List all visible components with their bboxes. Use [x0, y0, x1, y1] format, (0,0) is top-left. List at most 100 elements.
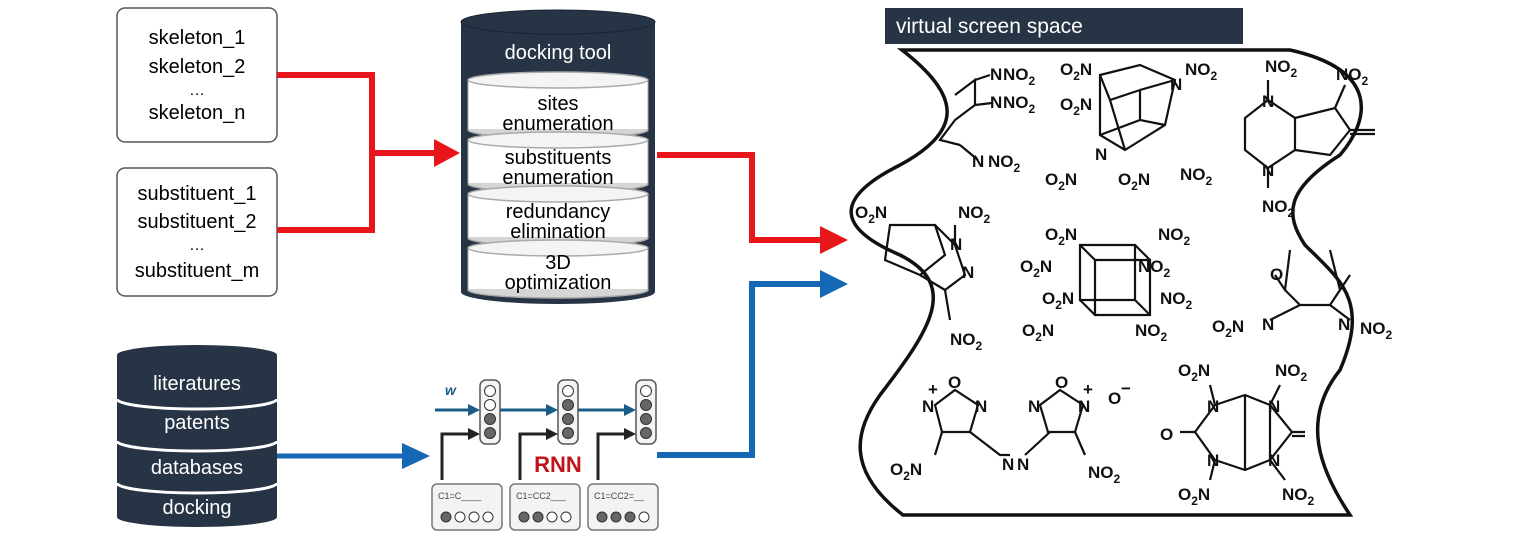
rnn-label: RNN: [534, 452, 582, 477]
molecule-adamantane-nitro: O2N O2N N NO2 N O2N O2N NO2: [1045, 60, 1218, 193]
red-merge-arrow: [277, 72, 460, 233]
atom-n: N: [1262, 315, 1274, 334]
atom-n: N: [1262, 92, 1274, 111]
rnn-block: w: [431, 379, 659, 531]
molecule-dinitro-pyrazole-top: N NO2 N NO2 N NO2: [938, 65, 1036, 175]
group-no2: NO2: [950, 330, 983, 353]
rnn-weight-label: w: [445, 382, 457, 398]
group-no2: NO2: [1003, 65, 1036, 88]
group-no2: NO2: [1282, 485, 1315, 508]
docking-step-substituents: substituents enumeration: [467, 131, 649, 193]
atom-n: N: [1078, 397, 1090, 416]
group-no2: NO2: [1262, 197, 1295, 220]
atom-n: N: [1338, 315, 1350, 334]
source-patents: patents: [164, 412, 230, 434]
group-o2n: O2N: [1060, 60, 1092, 83]
docking-step-optimization: 3D optimization: [467, 239, 649, 299]
atom-n: N: [1002, 455, 1014, 474]
atom-n: N: [990, 65, 1002, 84]
atom-n: N: [962, 263, 974, 282]
atom-n: N: [1207, 397, 1219, 416]
atom-n: N: [1170, 75, 1182, 94]
group-o2n: O2N: [1045, 170, 1077, 193]
atom-n: N: [1207, 451, 1219, 470]
docking-tool-cylinder: docking tool sites enumeration substitue…: [460, 9, 656, 304]
rnn-input-2-text: C1=CC2___: [516, 491, 567, 501]
virtual-space-title-bar: [885, 8, 1243, 44]
group-o2n: O2N: [1178, 361, 1210, 384]
group-o2n: O2N: [1022, 321, 1054, 344]
group-no2: NO2: [1135, 321, 1168, 344]
group-no2: NO2: [1265, 57, 1298, 80]
charge-plus: +: [1083, 380, 1093, 399]
docking-step-redundancy: redundancy elimination: [467, 185, 649, 247]
group-o2n: O2N: [1212, 317, 1244, 340]
molecule-tetranitro-glycoluril: O N N N N O2N NO2 O2N NO2: [1160, 361, 1315, 508]
substituent-ellipsis: …: [189, 237, 205, 254]
rnn-cell-1: [479, 379, 501, 445]
group-no2: NO2: [1158, 225, 1191, 248]
virtual-space-title: virtual screen space: [896, 15, 1083, 38]
rnn-input-2: C1=CC2___: [509, 483, 581, 531]
molecule-azo-furoxan: N + O N N N N O N + O − O2N NO2: [890, 373, 1131, 486]
atom-o: O: [1108, 389, 1121, 408]
group-o2n: O2N: [890, 460, 922, 483]
group-no2: NO2: [1185, 60, 1218, 83]
substituent-line-1: substituent_1: [138, 183, 257, 205]
step-2-line-2: enumeration: [502, 167, 613, 189]
source-docking: docking: [163, 497, 232, 519]
molecule-trinitropyrazole: O2N NO2 N N NO2: [855, 203, 991, 353]
skeleton-box: skeleton_1 skeleton_2 … skeleton_n: [116, 7, 278, 143]
group-no2: NO2: [1360, 319, 1393, 342]
atom-n: N: [1095, 145, 1107, 164]
atom-n: N: [1262, 161, 1274, 180]
group-no2: NO2: [988, 152, 1021, 175]
skeleton-ellipsis: …: [189, 82, 205, 99]
group-no2: NO2: [1275, 361, 1308, 384]
atom-n: N: [972, 152, 984, 171]
step-3-line-2: elimination: [510, 221, 606, 243]
substituent-line-m: substituent_m: [135, 260, 260, 282]
source-databases: databases: [151, 457, 243, 479]
group-o2n: O2N: [1045, 225, 1077, 248]
atom-o: O: [1160, 425, 1173, 444]
step-1-line-2: enumeration: [502, 113, 613, 135]
group-o2n: O2N: [1178, 485, 1210, 508]
molecule-octanitrocubane: O2N NO2 O2N NO2 O2N NO2 O2N NO2: [1020, 225, 1193, 344]
docking-tool-title: docking tool: [505, 42, 612, 64]
group-no2: NO2: [1160, 289, 1193, 312]
atom-n: N: [950, 235, 962, 254]
molecule-dinitro-diketone: O O2N N N NO2: [1212, 249, 1393, 342]
group-o2n: O2N: [1042, 289, 1074, 312]
red-arrow-to-space: [657, 152, 848, 254]
charge-plus: +: [928, 380, 938, 399]
group-no2: NO2: [1088, 463, 1121, 486]
source-literatures: literatures: [153, 373, 241, 395]
rnn-cell-2: [557, 379, 579, 445]
docking-step-sites: sites enumeration: [467, 71, 649, 139]
sources-database: literatures patents databases docking: [115, 345, 279, 527]
virtual-space-outline: [849, 48, 1364, 517]
atom-o: O: [1055, 373, 1068, 392]
group-no2: NO2: [1336, 65, 1369, 88]
atom-n: N: [1268, 451, 1280, 470]
atom-n: N: [1268, 397, 1280, 416]
charge-minus: −: [1121, 379, 1131, 398]
rnn-input-3-text: C1=CC2=__: [594, 491, 645, 501]
atom-o: O: [1270, 265, 1283, 284]
rnn-input-1: C1=C____: [431, 483, 503, 531]
atom-n: N: [990, 93, 1002, 112]
virtual-screen-space: virtual screen space N NO2 N NO2 N NO2 O…: [849, 8, 1393, 517]
group-o2n: O2N: [1060, 95, 1092, 118]
group-o2n: O2N: [855, 203, 887, 226]
atom-o: O: [948, 373, 961, 392]
rnn-input-1-text: C1=C____: [438, 491, 482, 501]
atom-n: N: [1028, 397, 1040, 416]
group-o2n: O2N: [1020, 257, 1052, 280]
skeleton-line-1: skeleton_1: [149, 27, 246, 49]
rnn-cell-3: [635, 379, 657, 445]
group-no2: NO2: [1138, 257, 1171, 280]
molecule-bicyclic-nitramine: N N NO2 NO2 NO2: [1243, 57, 1375, 220]
substituent-box: substituent_1 substituent_2 … substituen…: [116, 167, 278, 297]
rnn-input-3: C1=CC2=__: [587, 483, 659, 531]
